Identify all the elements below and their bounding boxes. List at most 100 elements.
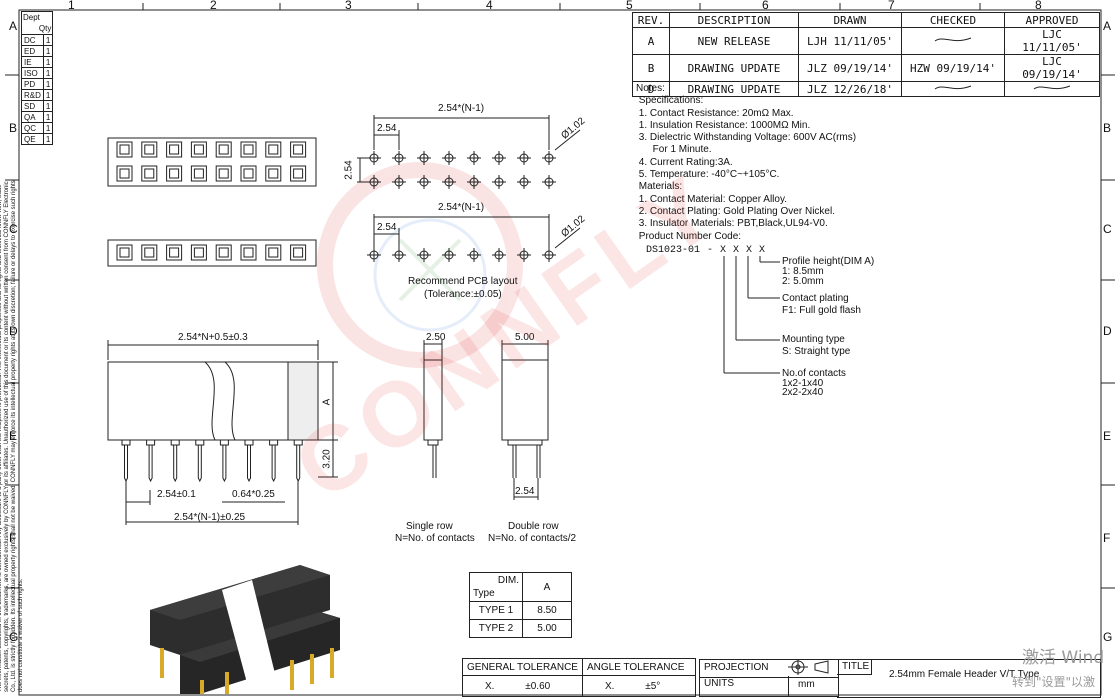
- dim-header: DIM.: [497, 575, 519, 586]
- drawn-header: DRAWN: [798, 12, 902, 28]
- pcb-dim-top: 2.54*(N-1): [438, 103, 485, 114]
- general-tolerance-x: X.: [485, 680, 495, 692]
- contact-cavity: [240, 244, 257, 261]
- dept-cell: PD: [21, 78, 44, 90]
- pin-tail: [247, 445, 251, 483]
- pcb-hole-center: [492, 248, 506, 262]
- pcb-layout-single: [373, 214, 581, 249]
- col-number-2: 2: [210, 0, 217, 12]
- note-line: Product Number Code:: [636, 230, 742, 242]
- dept-cell: ISO: [21, 67, 44, 79]
- revision-rev-cell: B: [632, 54, 670, 82]
- dept-header: Dept: [23, 13, 40, 22]
- contact-cavity-inner: [243, 144, 254, 155]
- pcb-hole-center: [492, 175, 506, 189]
- activate-windows-2: 转到"设置"以激: [1012, 675, 1096, 689]
- pin-tail: [271, 445, 276, 483]
- contact-cavity-inner: [268, 168, 279, 179]
- pcb-hole-center: [392, 175, 406, 189]
- contact-cavity-inner: [243, 247, 254, 258]
- pcb-dim-top-single: 2.54*(N-1): [438, 202, 485, 213]
- revision-checked-cell: [901, 81, 1005, 97]
- row-letter-g: G: [9, 630, 19, 644]
- pcb-pitch-single: 2.54: [377, 222, 397, 233]
- contact-cavity: [116, 141, 133, 158]
- general-tolerance-val: ±0.60: [525, 680, 551, 692]
- qty-cell: 1: [42, 45, 54, 57]
- qty-cell: 1: [42, 122, 54, 134]
- row-letter-a-right: A: [1103, 19, 1112, 33]
- plating-option-1: F1: Full gold flash: [782, 305, 861, 316]
- contact-cavity: [290, 141, 307, 158]
- double-row-caption: Double row: [508, 521, 559, 532]
- side-single-width: 2.50: [426, 332, 446, 343]
- contact-cavity-inner: [293, 168, 304, 179]
- contact-cavity-inner: [293, 144, 304, 155]
- qty-cell: 1: [42, 100, 54, 112]
- top-view-double-row: [107, 137, 317, 187]
- checked-header: CHECKED: [901, 12, 1005, 28]
- row-letter-d: D: [9, 324, 18, 338]
- general-tolerance-value: X. ±0.60: [462, 675, 583, 697]
- contact-cavity: [290, 165, 307, 182]
- dept-cell: IE: [21, 56, 44, 68]
- col-number-5: 5: [626, 0, 633, 12]
- mount-title: Mounting type: [782, 334, 845, 345]
- contact-cavity-inner: [293, 247, 304, 258]
- contact-cavity-inner: [169, 247, 180, 258]
- contact-cavity: [141, 141, 158, 158]
- pcb-hole-center: [442, 175, 456, 189]
- units-box: UNITS mm: [699, 676, 839, 697]
- contact-cavity-inner: [243, 168, 254, 179]
- contact-cavity: [166, 141, 183, 158]
- pin-shoulder: [219, 439, 229, 446]
- row-letter-c-right: C: [1103, 222, 1112, 236]
- type-header: Type: [473, 588, 495, 599]
- row-letter-a: A: [9, 19, 18, 33]
- side-double-width: 5.00: [515, 332, 535, 343]
- pcb-row-pitch: 2.54: [343, 160, 355, 180]
- pcb-hole-center: [517, 151, 531, 165]
- qty-cell: 1: [42, 67, 54, 79]
- profile-option-2: 2: 5.0mm: [782, 276, 824, 287]
- contact-cavity: [190, 141, 207, 158]
- qty-cell: 1: [42, 89, 54, 101]
- title-label: TITLE: [842, 661, 870, 672]
- approved-header: APPROVED: [1004, 12, 1100, 28]
- rev-header: REV.: [632, 12, 670, 28]
- dept-cell: SD: [21, 100, 44, 112]
- contact-cavity: [190, 165, 207, 182]
- contact-cavity-inner: [218, 144, 229, 155]
- title-label-box: [837, 660, 872, 675]
- pcb-hole-center: [517, 175, 531, 189]
- contact-cavity-inner: [218, 168, 229, 179]
- contact-cavity: [290, 244, 307, 261]
- dept-cell: R&D: [21, 89, 44, 101]
- col-number-8: 8: [1035, 0, 1042, 12]
- note-line: 1. Insulation Resistance: 1000MΩ Min.: [636, 119, 811, 131]
- pcb-caption-2: (Tolerance:±0.05): [424, 289, 502, 300]
- qty-cell: 1: [42, 34, 54, 46]
- revision-drawn-cell: JLZ 12/26/18': [798, 81, 902, 97]
- contact-cavity-inner: [193, 247, 204, 258]
- pin-shoulder: [293, 439, 303, 446]
- revision-desc-cell: NEW RELEASE: [669, 27, 799, 55]
- dept-cell: QC: [21, 122, 44, 134]
- contact-cavity: [265, 244, 282, 261]
- contact-cavity: [240, 165, 257, 182]
- row-letter-d-right: D: [1103, 324, 1112, 338]
- note-line: Specifications:: [636, 95, 704, 107]
- top-view-single-row: [107, 239, 317, 267]
- note-line: 5. Temperature: -40°C~+105°C.: [636, 169, 780, 181]
- pcb-hole-center: [417, 151, 431, 165]
- row-letter-g-right: G: [1103, 630, 1113, 644]
- row-letter-e-right: E: [1103, 429, 1112, 443]
- contacts-option-1: 1x2-1x40: [782, 378, 824, 389]
